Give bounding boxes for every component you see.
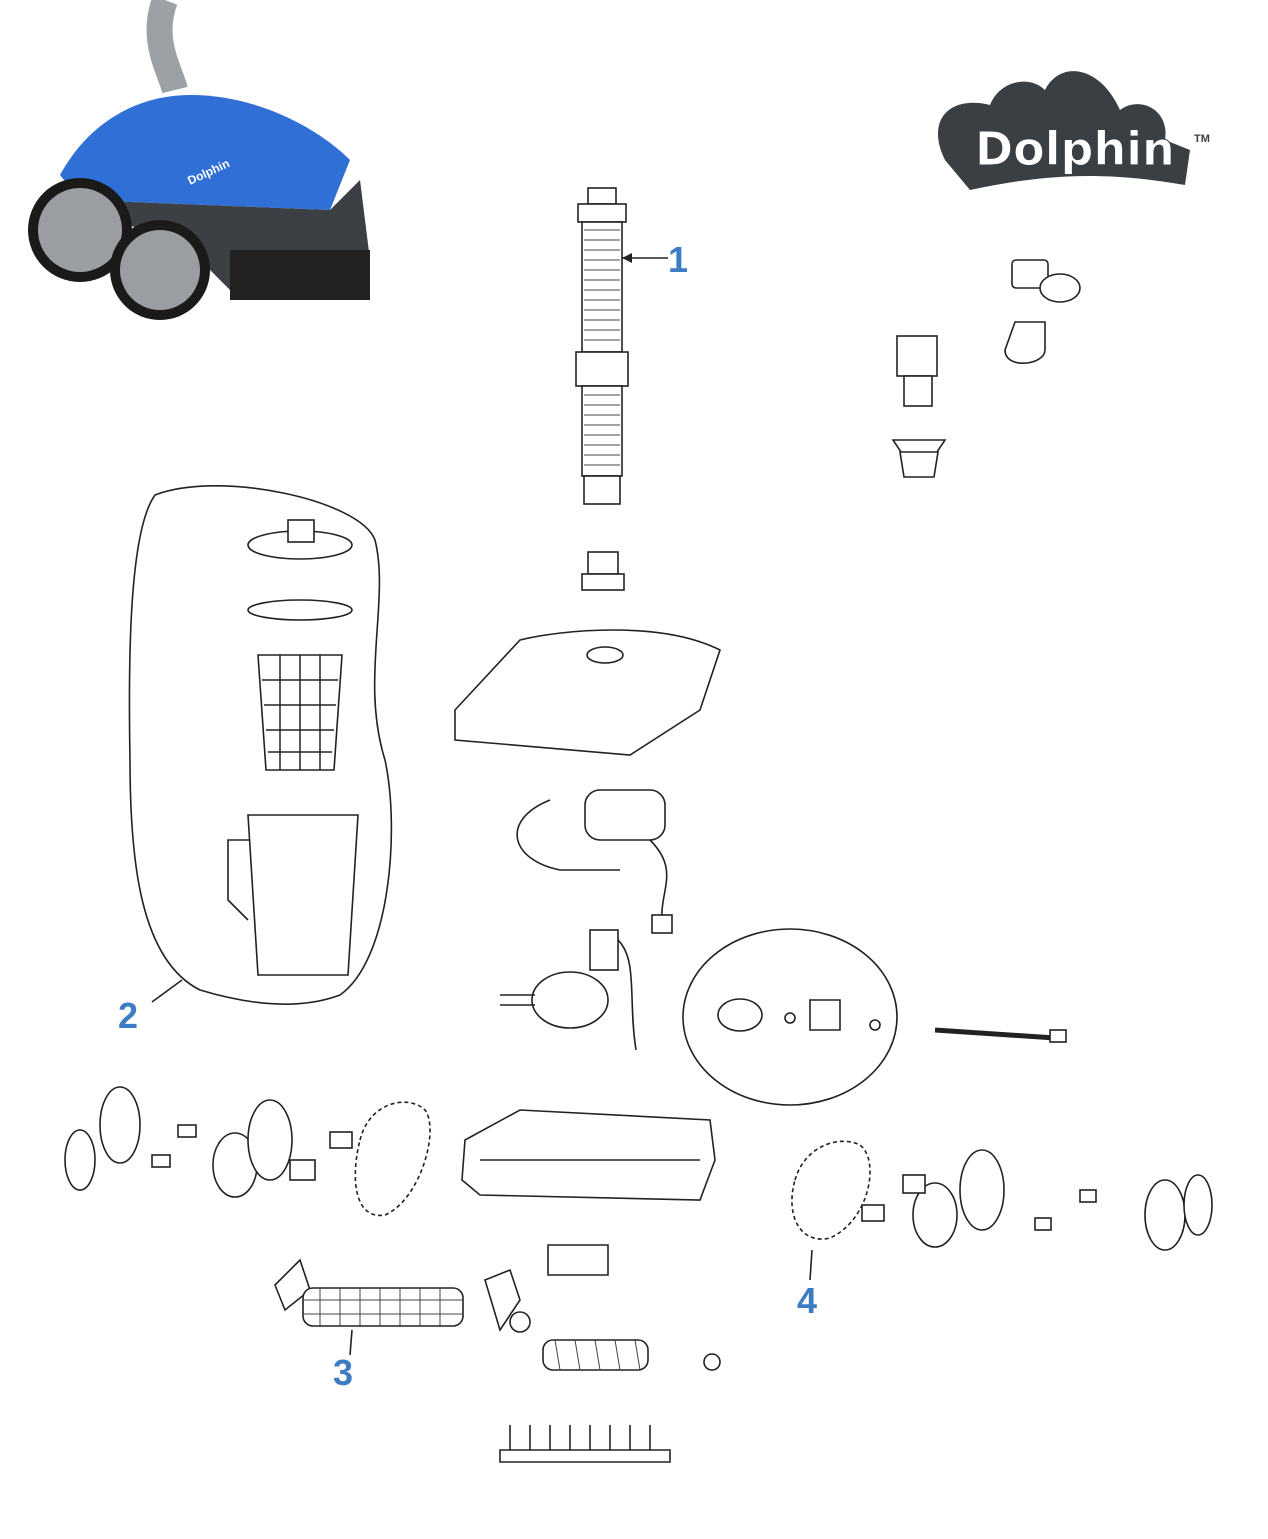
- photo-wheel-left: [38, 188, 122, 272]
- hose-part: [575, 187, 668, 505]
- callout-4: 4: [797, 1280, 818, 1321]
- pump-motor: [516, 789, 673, 934]
- top-cover: [454, 551, 721, 756]
- right-wheels: [902, 1149, 1213, 1251]
- hose-pattern: [584, 229, 620, 466]
- chassis: [461, 1109, 716, 1276]
- hose-adapters: [891, 259, 1081, 478]
- callout-1: 1: [668, 239, 689, 280]
- dolphin-logo: Dolphin TM: [937, 71, 1210, 190]
- photo-wheel-right: [120, 230, 200, 310]
- bottom-brush-parts: [499, 1339, 721, 1463]
- left-wheels: [64, 1086, 316, 1198]
- photo-shell: [60, 95, 350, 210]
- right-track: [791, 1140, 885, 1281]
- svg-text:TM: TM: [1194, 133, 1210, 145]
- svg-text:Dolphin: Dolphin: [975, 122, 1175, 176]
- product-photo: Dolphin: [28, 0, 370, 320]
- filter-assembly: [128, 485, 393, 1005]
- left-track: [329, 1101, 431, 1217]
- photo-brush: [230, 250, 370, 300]
- brush: [274, 1258, 531, 1356]
- gearbox-detail: [682, 928, 1067, 1106]
- drive-motor: [500, 929, 637, 1051]
- photo-hose: [146, 0, 188, 94]
- callout-3: 3: [333, 1352, 354, 1393]
- callout-2: 2: [118, 995, 139, 1036]
